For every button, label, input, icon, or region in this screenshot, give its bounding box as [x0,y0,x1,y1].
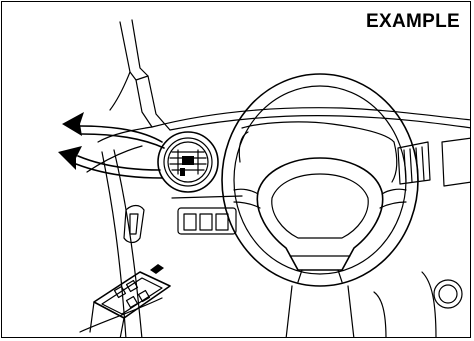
lower-switch-panel [172,196,242,234]
illustration-frame: EXAMPLE [1,1,471,338]
steering-column [286,272,462,338]
instrument-cluster [239,122,397,182]
dashboard-illustration [2,2,471,338]
a-pillar [110,20,170,130]
side-air-vent-icon [158,132,218,192]
center-air-vent [398,138,471,186]
steering-wheel-icon [222,74,418,286]
